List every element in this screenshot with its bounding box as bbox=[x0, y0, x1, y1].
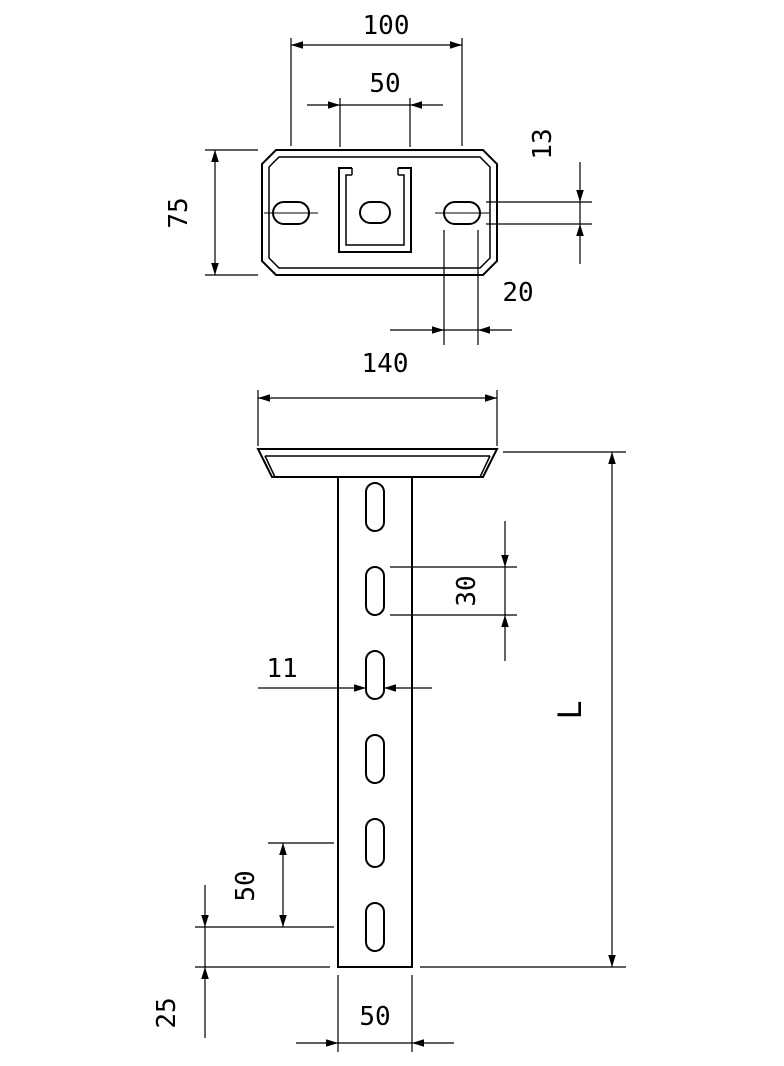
dim-label-slot-length-top: 20 bbox=[502, 278, 533, 308]
dimension-hole-pitch: 100 bbox=[290, 11, 463, 146]
head-plate-front bbox=[256, 448, 499, 478]
top-view bbox=[261, 149, 498, 276]
dim-label-plate-depth: 75 bbox=[164, 197, 194, 228]
dimension-slot-pitch: 50 bbox=[231, 842, 334, 927]
channel-slot-4 bbox=[365, 734, 385, 784]
dim-label-slot-pitch: 50 bbox=[231, 870, 261, 901]
dim-label-overall-length: L bbox=[551, 700, 589, 719]
arrow-down-icon bbox=[211, 263, 219, 275]
arrow-up-icon bbox=[608, 452, 616, 464]
arrow-down-icon bbox=[576, 190, 584, 202]
channel-slot-1 bbox=[365, 482, 385, 532]
channel-profile-outer bbox=[338, 167, 412, 253]
center-slot-hole bbox=[359, 201, 391, 224]
channel-slot-5 bbox=[365, 818, 385, 868]
front-view bbox=[256, 448, 499, 968]
dimension-slot-width: 11 bbox=[258, 654, 432, 692]
channel-slot-6 bbox=[365, 902, 385, 952]
dimension-slot-length-front: 30 bbox=[390, 521, 517, 661]
dim-label-slot-length-front: 30 bbox=[452, 575, 482, 606]
dimension-slot-length-top: 20 bbox=[390, 230, 534, 345]
dimension-center-width: 50 bbox=[307, 69, 443, 147]
arrow-right-icon bbox=[354, 684, 366, 692]
dim-label-slot-height: 13 bbox=[528, 128, 558, 159]
dim-label-profile-width: 50 bbox=[359, 1002, 390, 1032]
arrow-left-icon bbox=[291, 41, 303, 49]
arrow-up-icon bbox=[201, 967, 209, 979]
arrow-up-icon bbox=[279, 843, 287, 855]
channel-slot-3 bbox=[365, 650, 385, 700]
dim-label-center-width: 50 bbox=[369, 69, 400, 99]
arrow-left-icon bbox=[258, 394, 270, 402]
arrow-right-icon bbox=[326, 1039, 338, 1047]
dimension-profile-width: 50 bbox=[296, 975, 454, 1052]
dim-label-hole-pitch: 100 bbox=[363, 11, 410, 41]
arrow-down-icon bbox=[501, 555, 509, 567]
channel-body bbox=[337, 476, 413, 968]
dim-label-slot-width: 11 bbox=[266, 654, 297, 684]
dimension-overall-length: L bbox=[420, 451, 626, 968]
arrow-up-icon bbox=[501, 615, 509, 627]
arrow-down-icon bbox=[201, 915, 209, 927]
dimension-plate-depth: 75 bbox=[164, 149, 258, 276]
channel-profile-inner bbox=[345, 174, 405, 246]
arrow-left-icon bbox=[384, 684, 396, 692]
head-plate-inner-edge bbox=[268, 156, 491, 269]
arrow-right-icon bbox=[328, 101, 340, 109]
dimension-end-offset: 25 bbox=[152, 885, 334, 1038]
arrow-right-icon bbox=[432, 326, 444, 334]
arrow-up-icon bbox=[211, 150, 219, 162]
arrow-right-icon bbox=[450, 41, 462, 49]
arrow-right-icon bbox=[485, 394, 497, 402]
arrow-down-icon bbox=[608, 955, 616, 967]
arrow-up-icon bbox=[576, 224, 584, 236]
dimension-plate-width: 140 bbox=[257, 349, 498, 446]
dimension-slot-height: 13 bbox=[486, 128, 592, 264]
channel-lip-edges bbox=[351, 168, 399, 175]
channel-slot-2 bbox=[365, 566, 385, 616]
arrow-down-icon bbox=[279, 915, 287, 927]
arrow-left-icon bbox=[410, 101, 422, 109]
dim-label-plate-width: 140 bbox=[362, 349, 409, 379]
dim-label-end-offset: 25 bbox=[152, 997, 182, 1028]
head-plate-front-inner bbox=[264, 455, 491, 478]
arrow-left-icon bbox=[478, 326, 490, 334]
arrow-left-icon bbox=[412, 1039, 424, 1047]
